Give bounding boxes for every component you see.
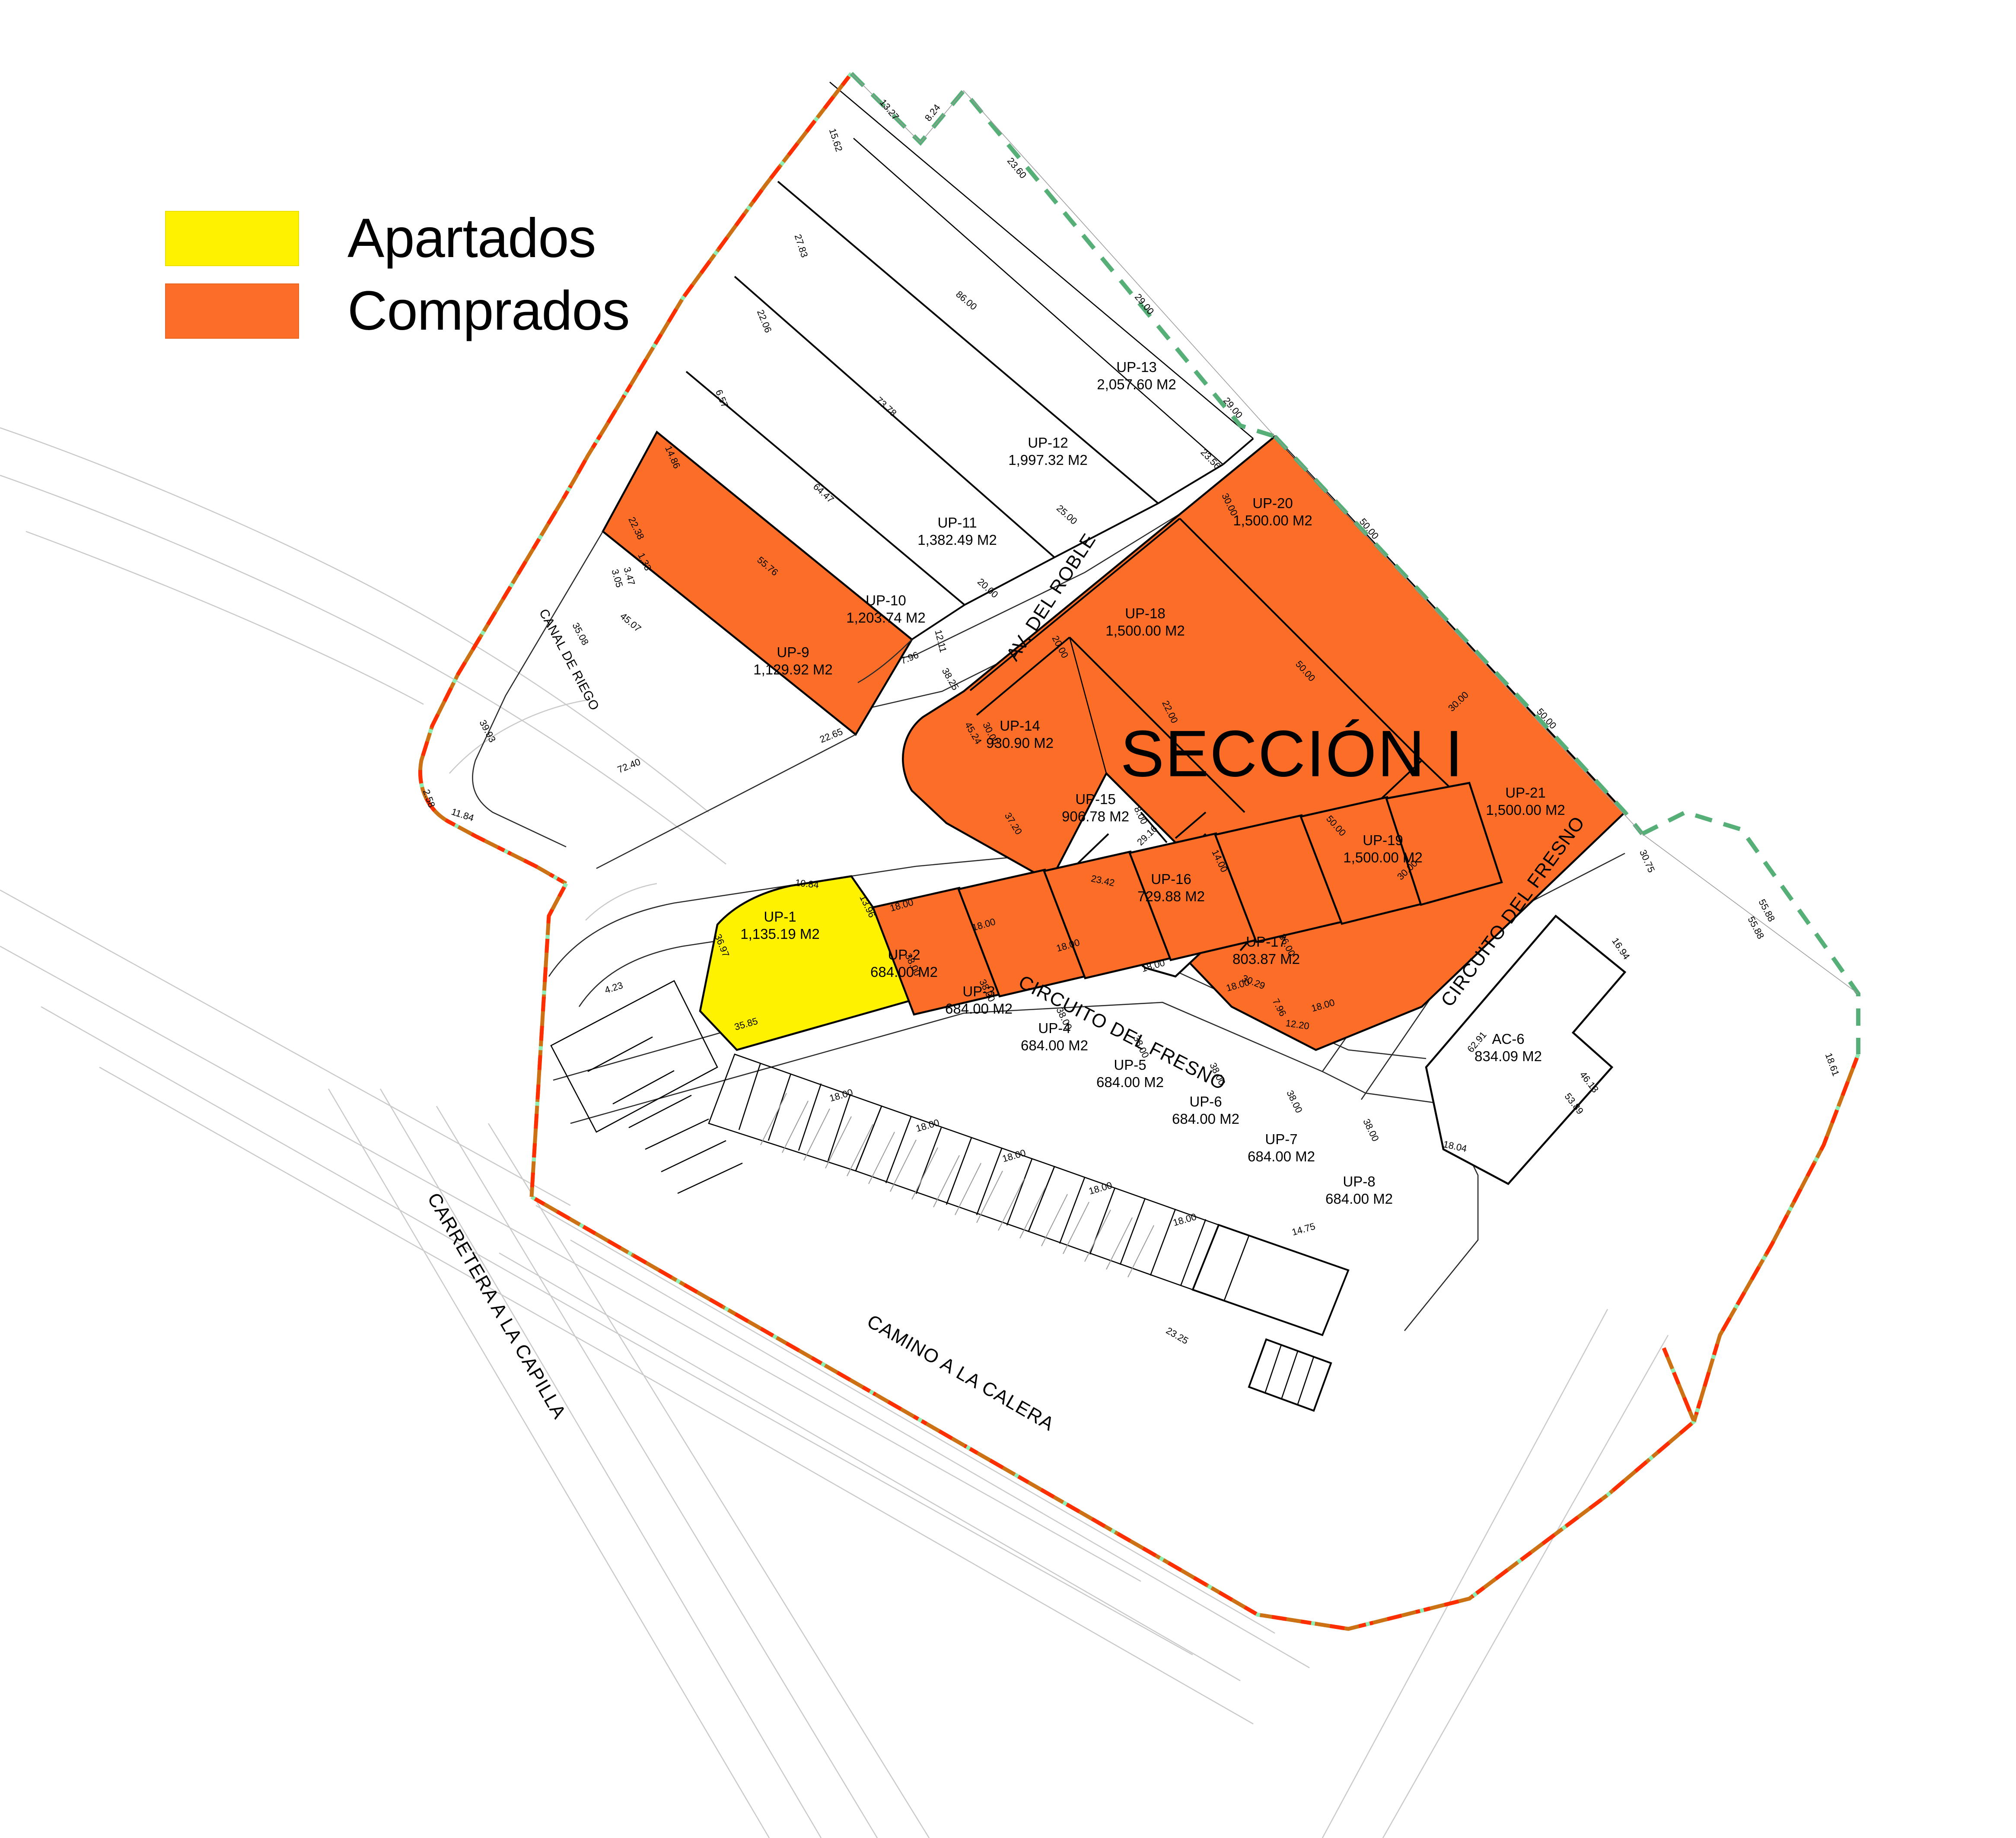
yellow-swatch	[165, 211, 299, 266]
lot-shape-up-9	[602, 430, 913, 736]
lot-shape-up-8	[1385, 782, 1503, 906]
block-north	[472, 82, 1254, 869]
legend: Apartados Comprados	[165, 211, 705, 356]
orange-swatch	[165, 283, 299, 339]
legend-label-comprados: Comprados	[347, 280, 630, 342]
green-limit-line	[850, 72, 1860, 1054]
legend-label-apartados: Apartados	[347, 207, 596, 269]
small-parcels-row	[550, 980, 1350, 1412]
legend-item-apartados: Apartados	[165, 211, 705, 266]
block-south	[550, 782, 1503, 1412]
background-contours	[0, 427, 1669, 1838]
legend-item-comprados: Comprados	[165, 283, 705, 339]
property-boundary	[418, 72, 1860, 1631]
parcel-ac6	[1425, 914, 1627, 1185]
